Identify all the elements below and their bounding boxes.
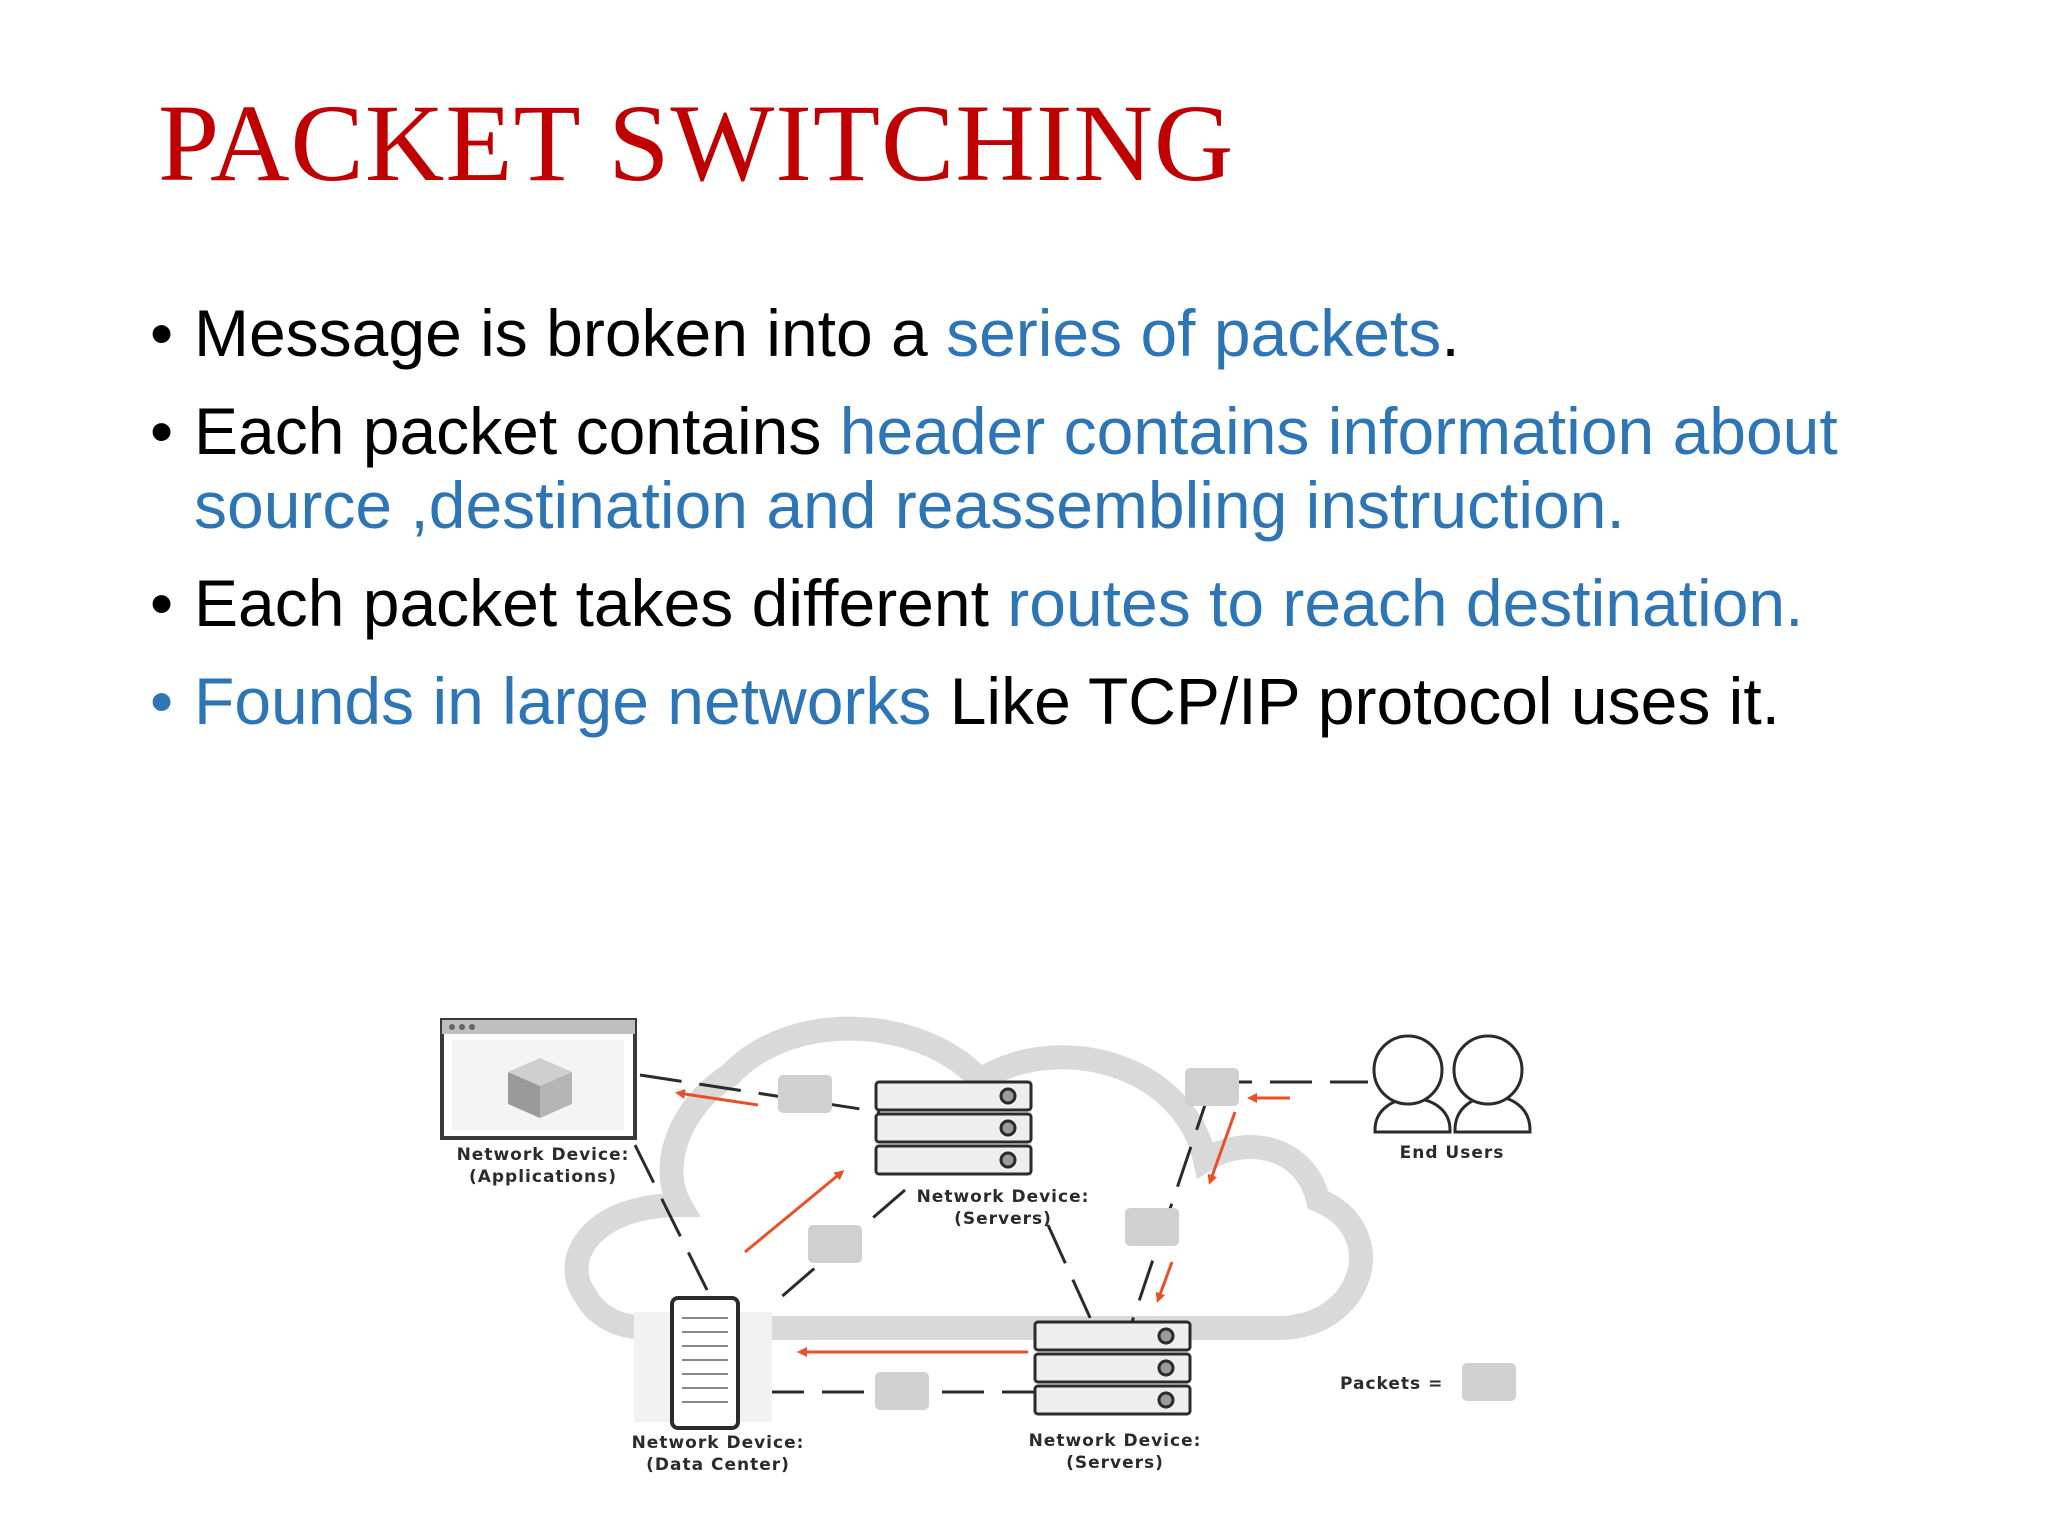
end-users-label: End Users xyxy=(1400,1143,1505,1163)
bullet-dot: • xyxy=(150,394,174,468)
bullet-item: • Each packet takes different routes to r… xyxy=(150,566,1850,640)
bullet-text: Like TCP/IP protocol uses it. xyxy=(931,664,1781,738)
applications-label: Network Device: xyxy=(457,1145,630,1165)
bullet-dot: • xyxy=(150,664,174,738)
bullet-highlight: series of packets xyxy=(946,296,1442,370)
bullet-item: • Each packet contains header contains in… xyxy=(150,394,1850,542)
servers-bottom-label: (Servers) xyxy=(1066,1453,1164,1473)
packet-direction-arrows xyxy=(675,1089,1290,1357)
bullet-item: • Message is broken into a series of pack… xyxy=(150,296,1850,370)
cube-icon xyxy=(508,1058,572,1118)
server-rack-icon xyxy=(874,1080,1033,1176)
bullet-dot: • xyxy=(150,296,174,370)
packets-legend-label: Packets = xyxy=(1340,1374,1443,1394)
bullet-text: . xyxy=(1441,296,1460,370)
packet-switching-diagram: Network Device: (Applications) Network D… xyxy=(440,1016,1532,1475)
bullet-item: • Founds in large networks Like TCP/IP pr… xyxy=(150,664,1850,738)
bullet-highlight: routes to reach destination. xyxy=(1007,566,1804,640)
users-icon xyxy=(1372,1034,1532,1134)
server-rack-icon xyxy=(1033,1320,1192,1416)
servers-bottom-label: Network Device: xyxy=(1029,1431,1202,1451)
cloud-icon xyxy=(564,1016,1373,1340)
bullet-text: Message is broken into a xyxy=(194,296,947,370)
data-center-label: (Data Center) xyxy=(646,1455,790,1475)
bullet-list: • Message is broken into a series of pack… xyxy=(150,296,1850,762)
applications-label: (Applications) xyxy=(469,1167,617,1187)
servers-top-label: Network Device: xyxy=(917,1187,1090,1207)
servers-top-label: (Servers) xyxy=(954,1209,1052,1229)
bullet-text: Each packet takes different xyxy=(194,566,1008,640)
data-center-icon xyxy=(634,1296,772,1430)
slide-title: PACKET SWITCHING xyxy=(158,82,1235,204)
bullet-dot: • xyxy=(150,566,174,640)
bullet-highlight: header contains information about source… xyxy=(194,394,1838,542)
packet-icon xyxy=(778,1068,1516,1410)
bullet-text: Each packet contains xyxy=(194,394,840,468)
data-center-label: Network Device: xyxy=(632,1433,805,1453)
bullet-highlight: Founds in large networks xyxy=(194,664,932,738)
